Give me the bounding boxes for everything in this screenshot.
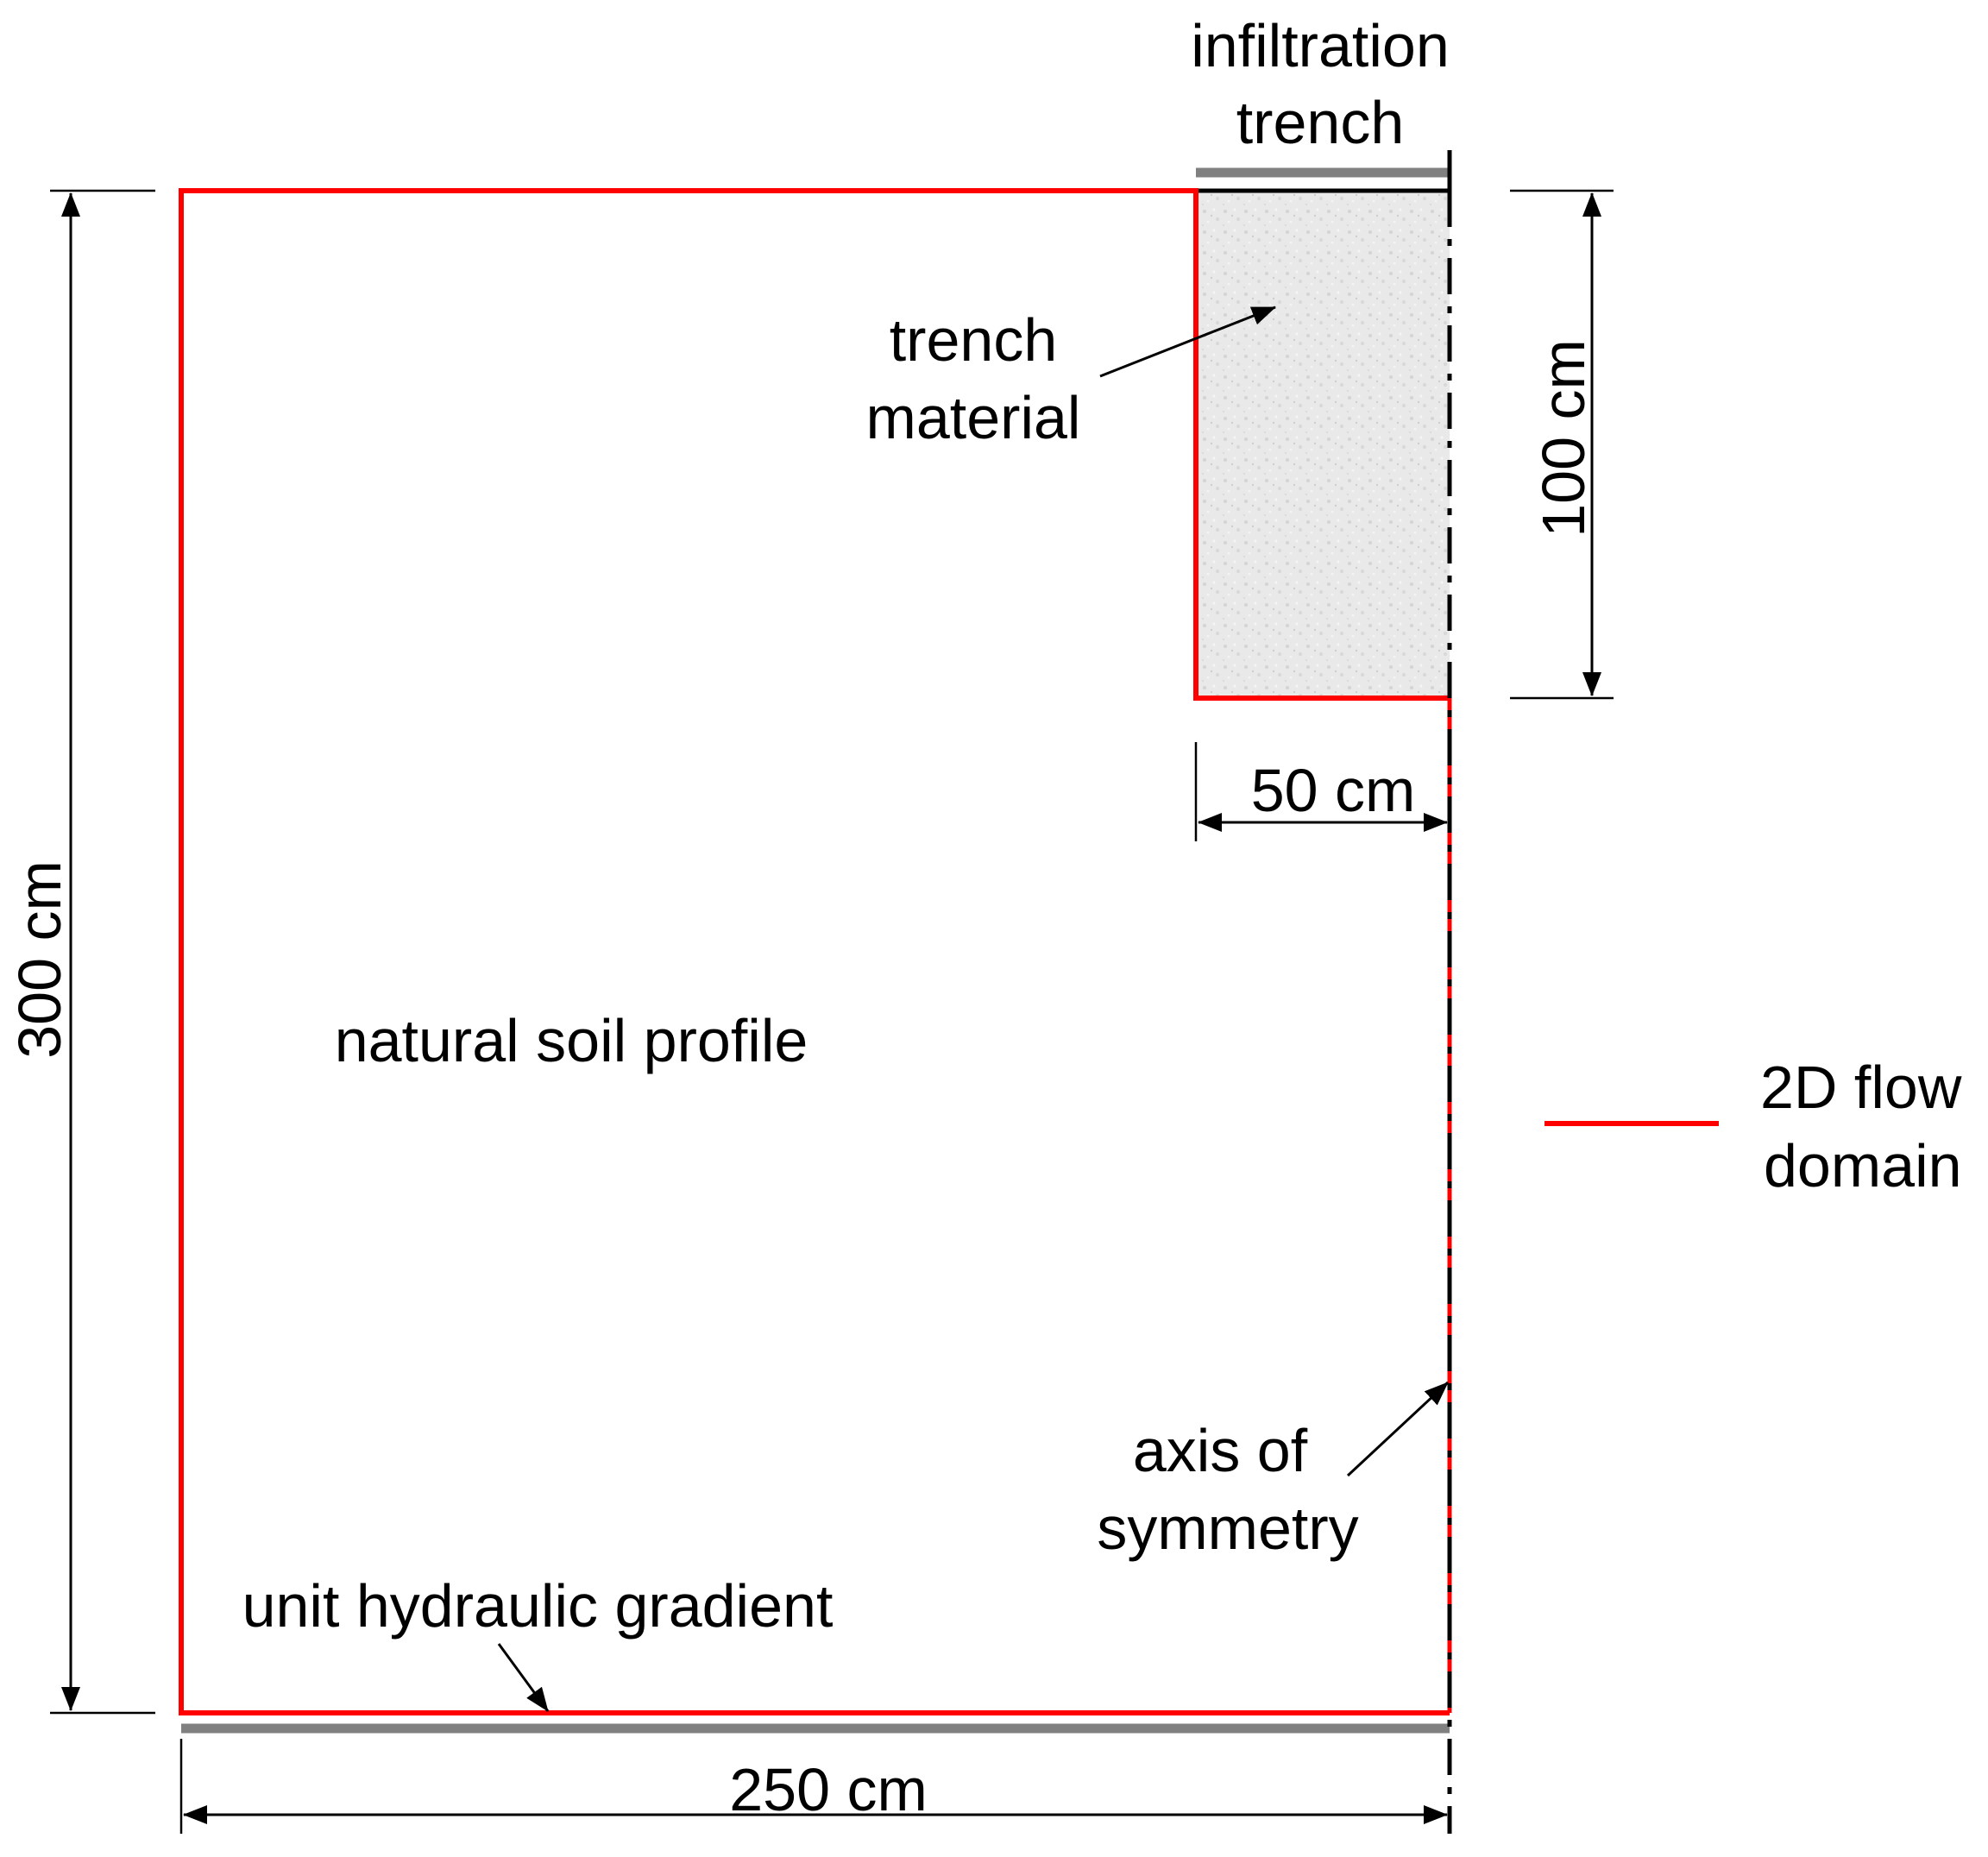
axis-of-symmetry-label-1: axis of	[1133, 1417, 1308, 1484]
width-50-label: 50 cm	[1251, 757, 1416, 824]
infiltration-trench-label-1: infiltration	[1191, 12, 1450, 79]
unit-gradient-pointer	[497, 1643, 550, 1712]
height-300-label: 300 cm	[6, 860, 73, 1059]
trench-material-label-2: material	[866, 384, 1081, 451]
legend-flow-domain-label-1: 2D flow	[1760, 1054, 1962, 1121]
depth-100-label: 100 cm	[1530, 339, 1597, 538]
axis-of-symmetry-label-2: symmetry	[1097, 1495, 1358, 1562]
axis-symmetry-pointer	[1346, 1381, 1450, 1477]
width-250-label: 250 cm	[729, 1756, 928, 1823]
flow-domain-boundary	[179, 188, 1450, 1715]
natural-soil-profile-label: natural soil profile	[335, 1007, 808, 1074]
trench-material-fill	[1196, 191, 1450, 698]
trench-material-pointer	[1099, 305, 1276, 378]
unit-hydraulic-gradient-label: unit hydraulic gradient	[242, 1572, 834, 1640]
trench-material-label-1: trench	[890, 306, 1058, 374]
infiltration-trench-label-2: trench	[1236, 89, 1405, 156]
legend-flow-domain-label-2: domain	[1764, 1132, 1962, 1199]
